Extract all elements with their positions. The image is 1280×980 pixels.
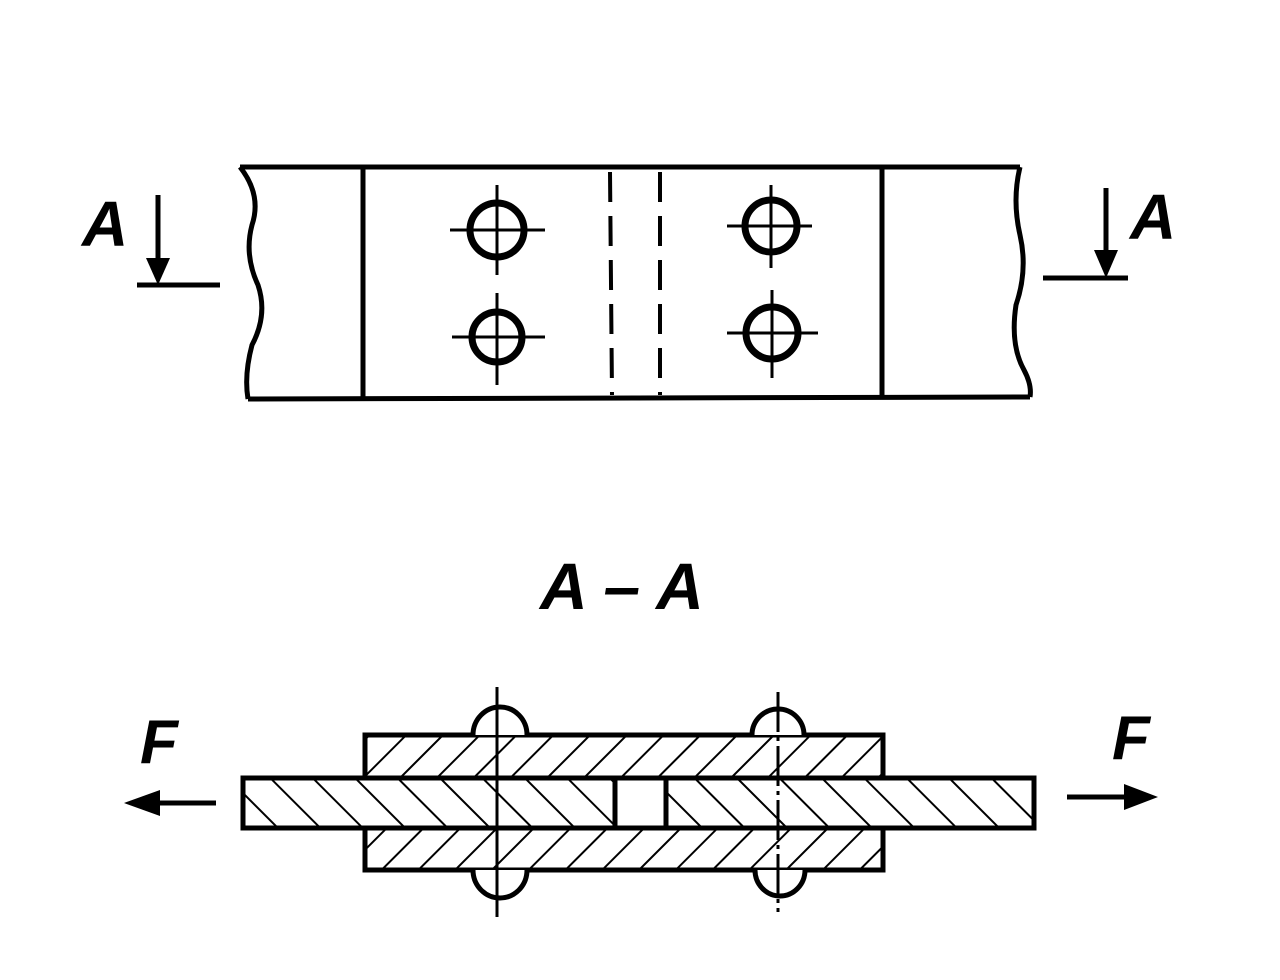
force-label-right: F: [1112, 704, 1150, 773]
section-title: A – A: [540, 549, 704, 623]
rivet-hole: [450, 185, 545, 275]
rivet-hole: [727, 185, 812, 268]
rivet-hole: [452, 293, 545, 385]
section-label-left: A: [82, 188, 129, 260]
lower-cover-plate: [362, 825, 886, 873]
section-view: [124, 687, 1158, 917]
section-arrow-left: [137, 195, 220, 288]
main-plate-right: [663, 775, 1037, 831]
force-arrow-right: [1067, 784, 1158, 810]
butt-gap: [612, 775, 669, 831]
plan-view: [137, 164, 1128, 402]
section-arrow-right: [1043, 188, 1128, 281]
plan-right-break: [1011, 166, 1033, 398]
plan-left-break: [238, 165, 265, 400]
rivet-head: [470, 704, 530, 736]
hidden-joint-line-left: [608, 171, 614, 396]
section-label-right: A: [1130, 181, 1177, 253]
upper-cover-plate: [362, 732, 886, 781]
rivet-head: [752, 869, 808, 899]
force-label-left: F: [140, 708, 178, 777]
main-plate-left: [240, 775, 618, 831]
rivet-hole: [727, 290, 818, 378]
rivet-head: [470, 869, 530, 901]
force-arrow-left: [124, 790, 216, 816]
plan-bottom-edge: [247, 394, 1031, 402]
